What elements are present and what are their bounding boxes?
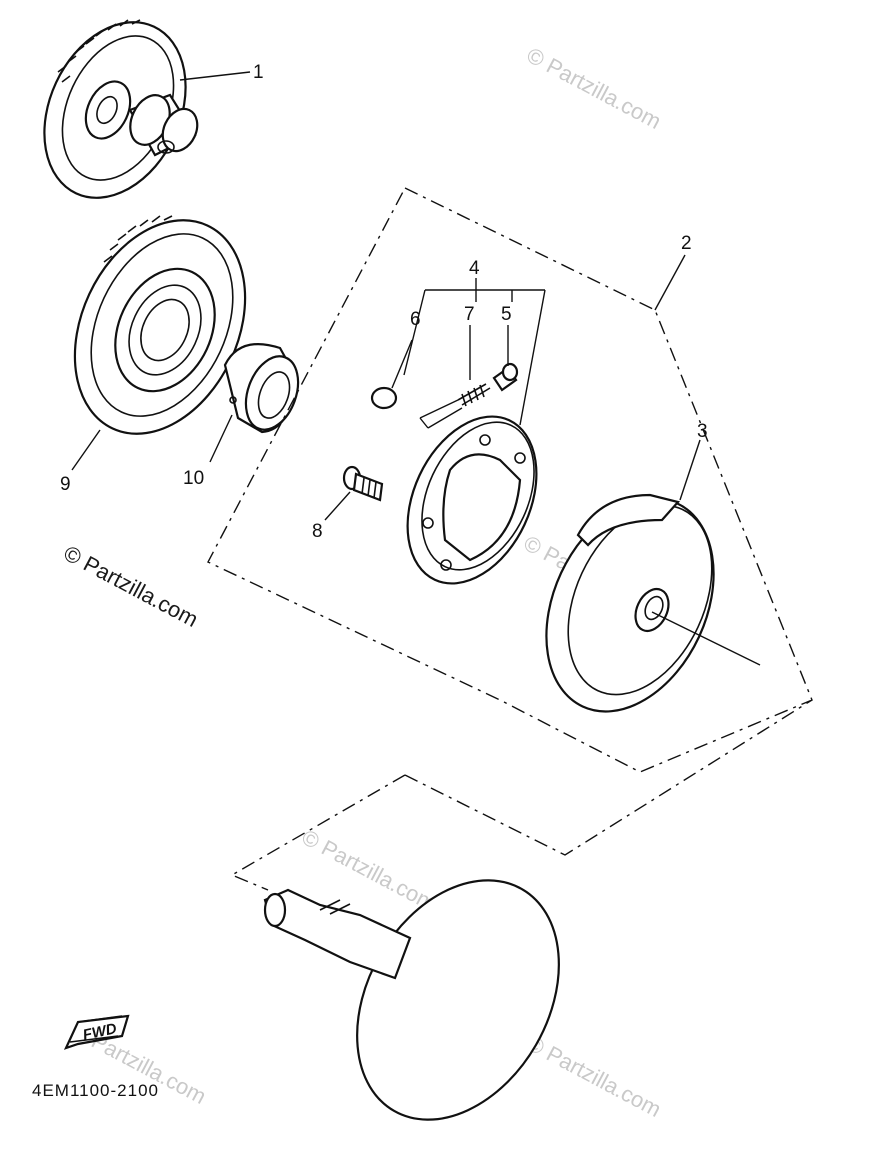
callout-1[interactable]: 1 <box>253 62 264 83</box>
bushing-drawing <box>223 343 300 434</box>
crankshaft-outline <box>230 774 406 891</box>
watermark-lower-middle: © Partzilla.com <box>298 824 441 916</box>
callout-3[interactable]: 3 <box>697 421 708 442</box>
bolt-drawing <box>342 465 384 502</box>
callout-leader-2 <box>654 254 686 311</box>
watermark-left: © Partzilla.com <box>60 540 203 632</box>
callout-8[interactable]: 8 <box>312 521 323 542</box>
callout-9[interactable]: 9 <box>60 474 71 495</box>
starter-clutch-housing-drawing <box>545 493 715 713</box>
callout-leader-8 <box>324 491 351 521</box>
starter-clutch-body-drawing <box>406 415 538 585</box>
fwd-label: FWD <box>81 1020 118 1044</box>
callout-4[interactable]: 4 <box>469 258 480 279</box>
callout-6[interactable]: 6 <box>410 309 421 330</box>
callout-7[interactable]: 7 <box>464 304 475 325</box>
roller-drawing <box>370 386 398 410</box>
spring-drawing <box>457 383 491 407</box>
crankshaft-drawing <box>263 879 560 1121</box>
plunger-drawing <box>492 362 519 392</box>
watermark-top-right: © Partzilla.com <box>523 42 666 134</box>
callout-5[interactable]: 5 <box>501 304 512 325</box>
forward-direction-arrow: FWD <box>63 1014 130 1050</box>
callout-leader-9 <box>71 429 101 471</box>
callout-leader-1 <box>179 71 251 81</box>
callout-leader-3 <box>679 439 701 501</box>
callout-leader-6 <box>391 339 413 389</box>
callout-10[interactable]: 10 <box>183 468 204 489</box>
assembly-outline <box>207 187 813 773</box>
spring-link-line <box>419 399 463 429</box>
callout-2[interactable]: 2 <box>681 233 692 254</box>
starter-idle-gear-drawing <box>43 19 199 199</box>
callout-leader-4 <box>403 278 546 426</box>
watermark-bottom-right: © Partzilla.com <box>523 1030 666 1122</box>
diagram-code: 4EM1100-2100 <box>32 1081 159 1100</box>
callout-leader-10 <box>209 414 233 463</box>
starter-wheel-gear-drawing <box>73 215 247 435</box>
crankshaft-link <box>404 699 813 856</box>
shaft-axis-line <box>651 611 761 666</box>
